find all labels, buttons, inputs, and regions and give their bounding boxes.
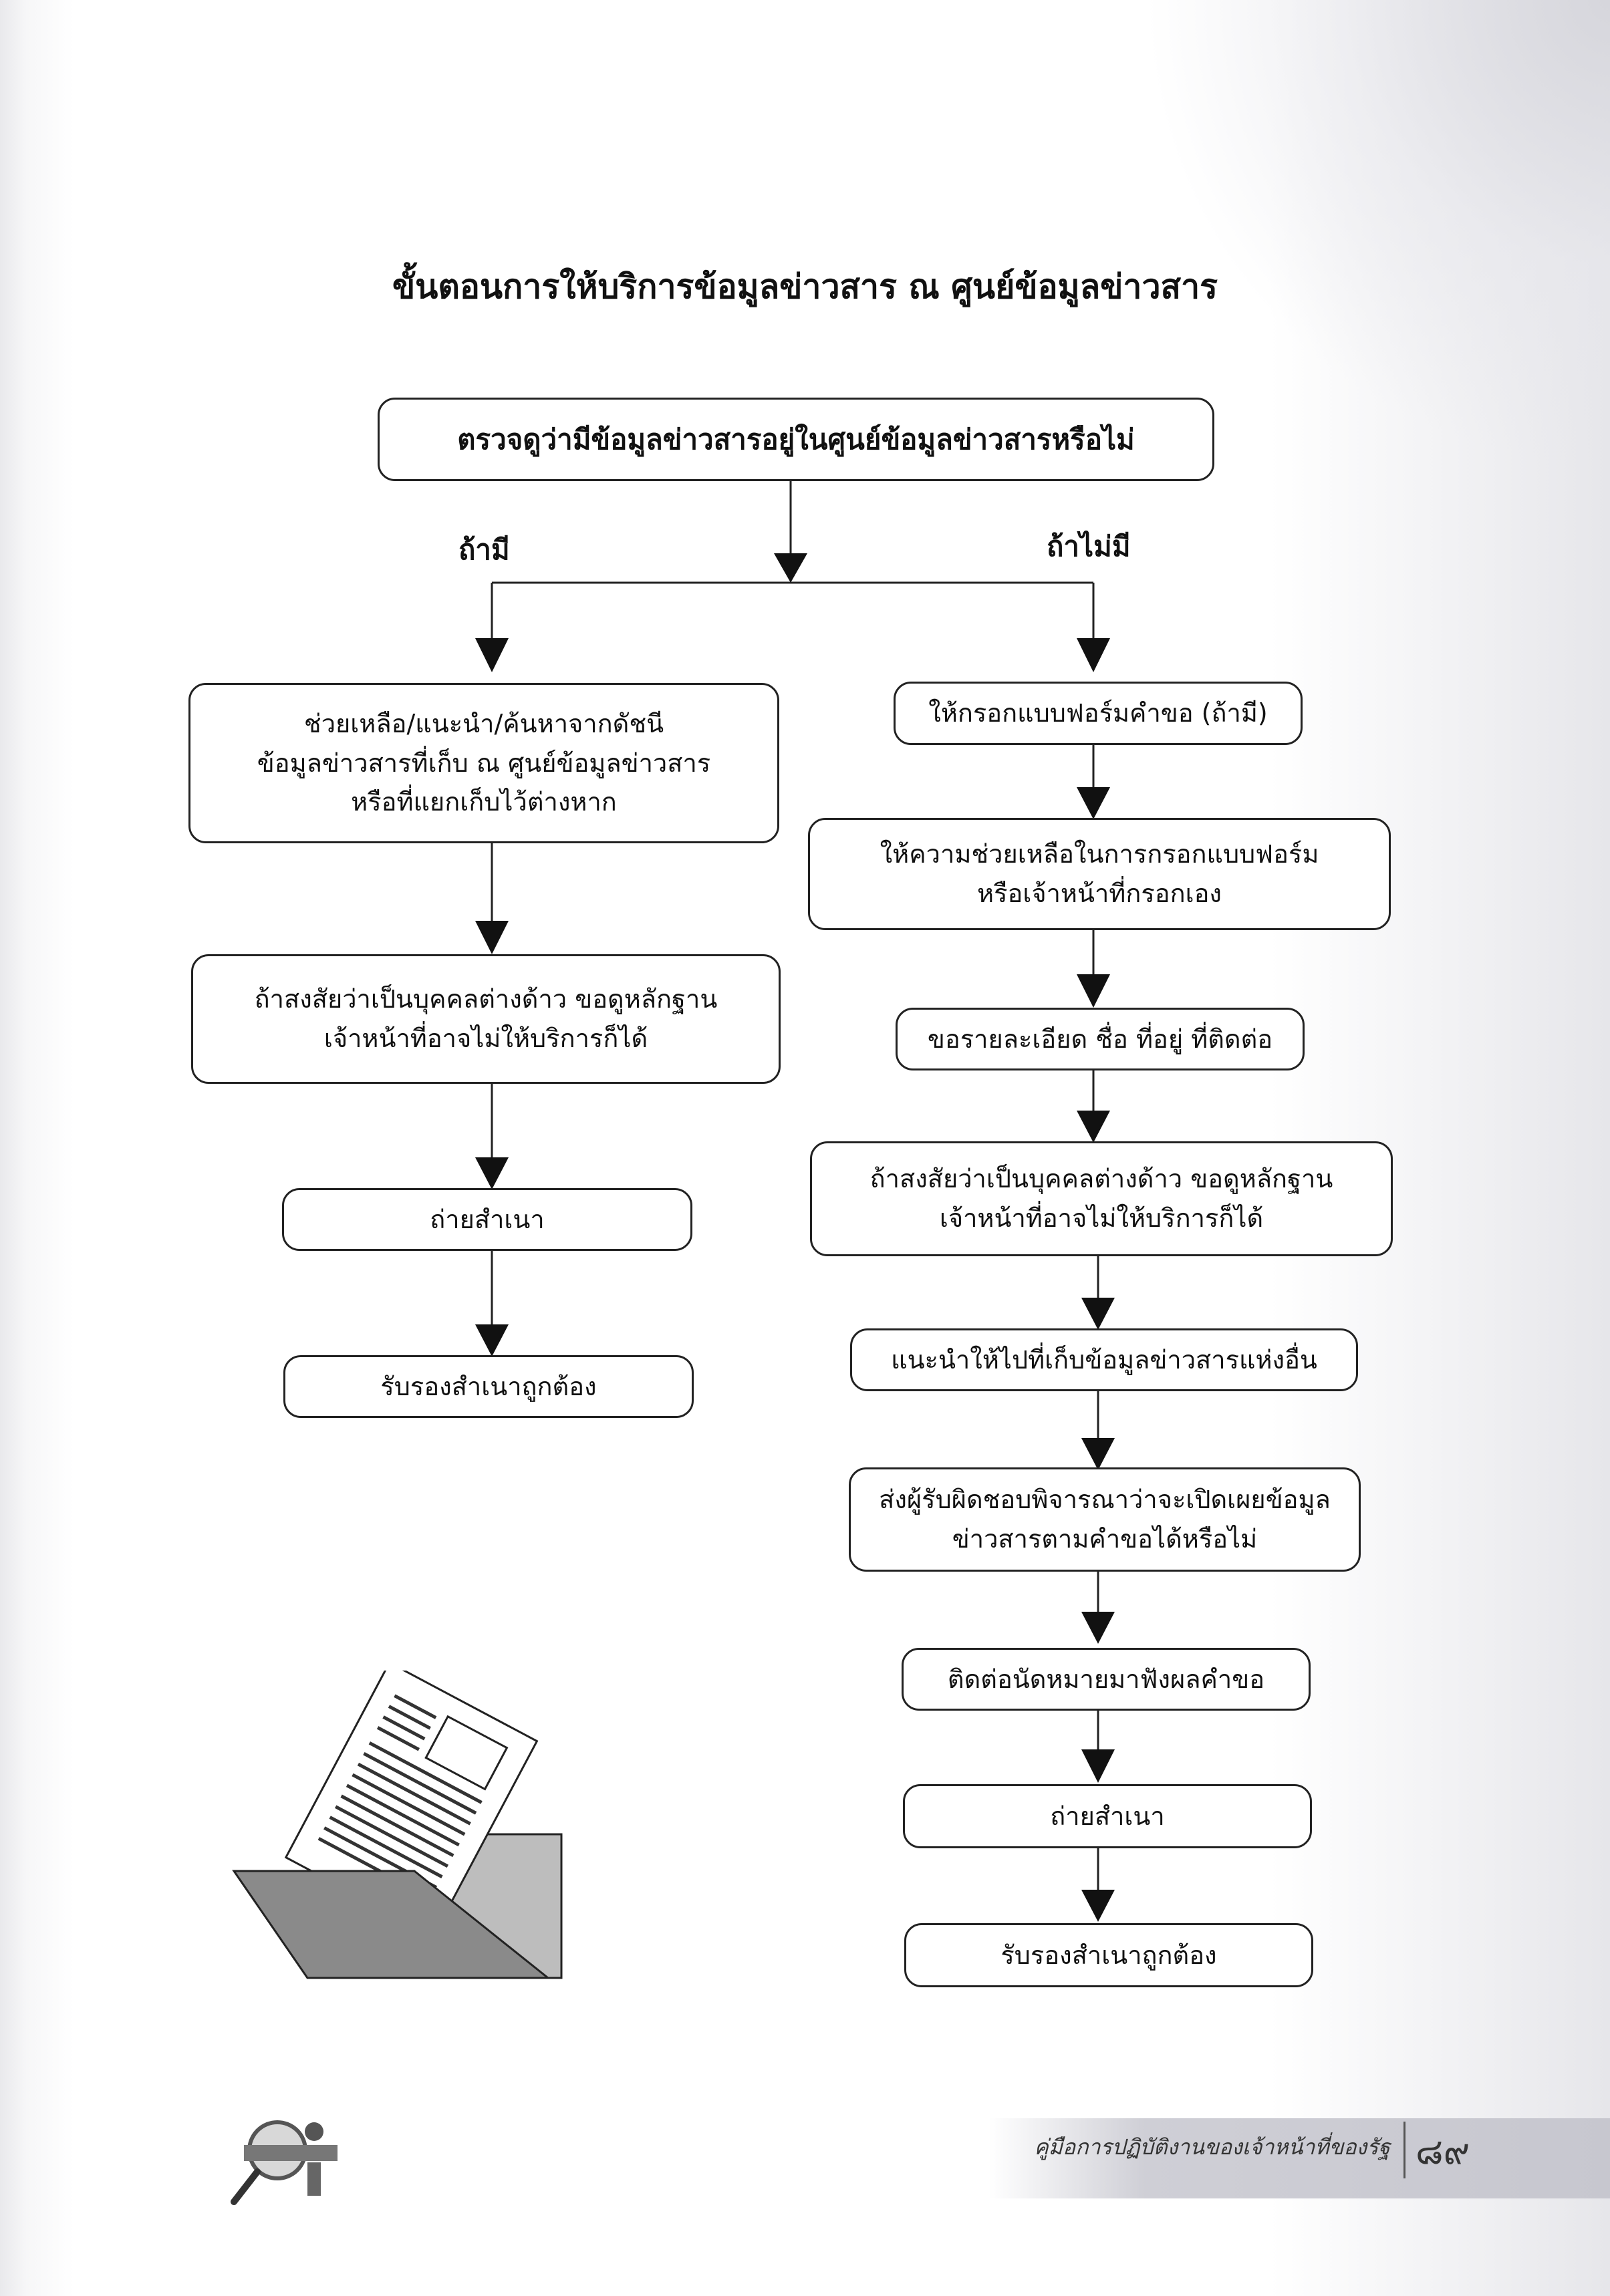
step-text: ให้กรอกแบบฟอร์มคำขอ (ถ้ามี) xyxy=(928,698,1268,728)
step-text: รับรองสำเนาถูกต้อง xyxy=(1000,1940,1217,1970)
magnifier-icon xyxy=(231,2120,338,2205)
step-text: ถ่ายสำเนา xyxy=(1050,1801,1165,1831)
step-text: เจ้าหน้าที่อาจไม่ให้บริการก็ได้ xyxy=(939,1203,1264,1233)
step-text: ถ้าสงสัยว่าเป็นบุคคลต่างด้าว ขอดูหลักฐาน xyxy=(869,1164,1333,1194)
step-text: หรือเจ้าหน้าที่กรอกเอง xyxy=(977,879,1222,908)
left-step-2: ถ้าสงสัยว่าเป็นบุคคลต่างด้าว ขอดูหลักฐาน… xyxy=(191,954,781,1084)
step-text: ถ่ายสำเนา xyxy=(430,1204,545,1234)
right-step-7: ติดต่อนัดหมายมาฟังผลคำขอ xyxy=(902,1648,1311,1711)
footer-bar xyxy=(989,2118,1610,2198)
right-step-5: แนะนำให้ไปที่เก็บข้อมูลข่าวสารแห่งอื่น xyxy=(850,1328,1358,1391)
step-text: ข่าวสารตามคำขอได้หรือไม่ xyxy=(952,1524,1258,1554)
left-step-1: ช่วยเหลือ/แนะนำ/ค้นหาจากดัชนี ข้อมูลข่าว… xyxy=(188,683,779,843)
right-step-6: ส่งผู้รับผิดชอบพิจารณาว่าจะเปิดเผยข้อมูล… xyxy=(849,1467,1361,1572)
step-text: ขอรายละเอียด ชื่อ ที่อยู่ ที่ติดต่อ xyxy=(927,1024,1273,1054)
step-text: แนะนำให้ไปที่เก็บข้อมูลข่าวสารแห่งอื่น xyxy=(891,1344,1317,1375)
step-text: ให้ความช่วยเหลือในการกรอกแบบฟอร์ม xyxy=(880,839,1319,869)
step-text: ช่วยเหลือ/แนะนำ/ค้นหาจากดัชนี xyxy=(303,708,664,738)
left-step-3: ถ่ายสำเนา xyxy=(282,1188,692,1251)
page-number: ๘๙ xyxy=(1416,2130,1470,2172)
step-check-availability: ตรวจดูว่ามีข้อมูลข่าวสารอยู่ในศูนย์ข้อมู… xyxy=(378,398,1214,481)
step-text: ถ้าสงสัยว่าเป็นบุคคลต่างด้าว ขอดูหลักฐาน xyxy=(254,984,718,1014)
right-step-1: ให้กรอกแบบฟอร์มคำขอ (ถ้ามี) xyxy=(894,682,1303,745)
page-shadow xyxy=(1142,0,1610,468)
step-text: ข้อมูลข่าวสารที่เก็บ ณ ศูนย์ข้อมูลข่าวสา… xyxy=(257,748,711,778)
footer-book-title: คู่มือการปฏิบัติงานของเจ้าหน้าที่ของรัฐ xyxy=(1034,2134,1390,2160)
branch-label-yes: ถ้ามี xyxy=(458,533,510,566)
right-step-9: รับรองสำเนาถูกต้อง xyxy=(904,1923,1313,1987)
right-step-3: ขอรายละเอียด ชื่อ ที่อยู่ ที่ติดต่อ xyxy=(896,1008,1305,1070)
step-text: ตรวจดูว่ามีข้อมูลข่าวสารอยู่ในศูนย์ข้อมู… xyxy=(457,422,1135,456)
page-title: ขั้นตอนการให้บริการข้อมูลข่าวสาร ณ ศูนย์… xyxy=(392,267,1218,306)
branch-label-no: ถ้าไม่มี xyxy=(1047,530,1131,563)
step-text: เจ้าหน้าที่อาจไม่ให้บริการก็ได้ xyxy=(323,1024,648,1053)
right-step-4: ถ้าสงสัยว่าเป็นบุคคลต่างด้าว ขอดูหลักฐาน… xyxy=(810,1141,1393,1256)
step-text: ติดต่อนัดหมายมาฟังผลคำขอ xyxy=(947,1664,1265,1694)
step-text: หรือที่แยกเก็บไว้ต่างหาก xyxy=(351,787,617,817)
step-text: ส่งผู้รับผิดชอบพิจารณาว่าจะเปิดเผยข้อมูล xyxy=(879,1485,1331,1515)
step-text: รับรองสำเนาถูกต้อง xyxy=(380,1371,597,1401)
right-step-2: ให้ความช่วยเหลือในการกรอกแบบฟอร์ม หรือเจ… xyxy=(808,818,1391,930)
folder-with-document-icon xyxy=(232,1671,563,1979)
footer-divider xyxy=(1403,2122,1405,2178)
right-step-8: ถ่ายสำเนา xyxy=(903,1784,1312,1848)
left-step-4: รับรองสำเนาถูกต้อง xyxy=(283,1355,694,1418)
